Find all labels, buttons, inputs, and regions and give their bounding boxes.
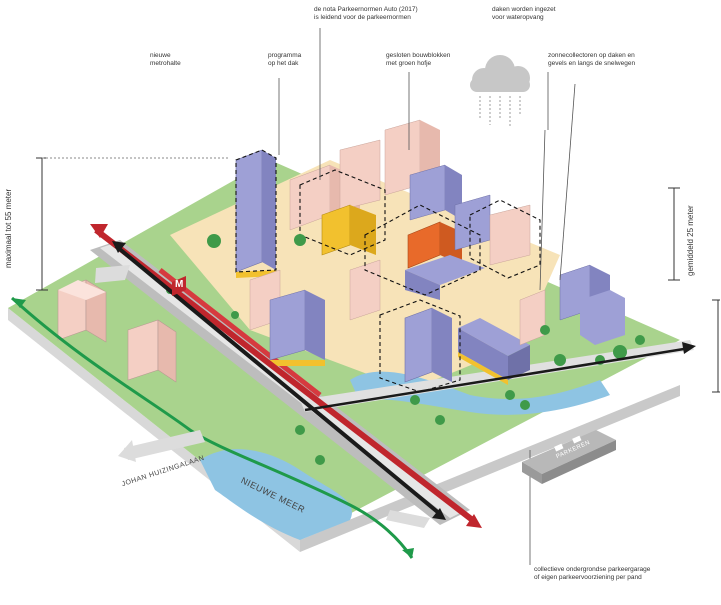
annotation-programma-dak: programma op het dak bbox=[268, 52, 302, 67]
green-path-arrow-end bbox=[402, 548, 414, 558]
slab-side-right bbox=[300, 385, 680, 552]
left-towers bbox=[57, 279, 177, 383]
green-path-arrow-start bbox=[12, 298, 26, 308]
metro-icon: M bbox=[175, 279, 184, 290]
dimension-markers bbox=[36, 157, 720, 393]
red-arrow-head-start bbox=[90, 224, 108, 238]
label-avg-height: gemiddeld 25 meter bbox=[686, 205, 695, 276]
annotation-bouwblokken: gesloten bouwblokken met groen hofje bbox=[386, 52, 451, 67]
label-max-height: maximaal tot 55 meter bbox=[4, 188, 13, 268]
metro-icon-bg bbox=[172, 276, 186, 296]
red-arrow-head-end bbox=[466, 514, 482, 528]
red-road-arrow bbox=[94, 227, 477, 525]
green-path-line bbox=[10, 296, 414, 559]
black-arrow-head-start bbox=[112, 241, 126, 253]
annotation-zonnecollectoren: zonnecollectoren op daken en gevels en l… bbox=[548, 52, 636, 67]
lake-water bbox=[200, 449, 352, 540]
black-arrow-head-end bbox=[432, 508, 446, 520]
cloud-icon bbox=[470, 55, 530, 92]
annotation-parkeergarage: collectieve ondergrondse parkeergarage o… bbox=[534, 566, 651, 581]
annotation-daken-water: daken worden ingezet voor wateropvang bbox=[492, 6, 556, 21]
black-road-arrow bbox=[114, 244, 442, 516]
trees bbox=[166, 234, 645, 465]
metro-track bbox=[158, 268, 322, 397]
annotation-metrohalte: nieuwe metrohalte bbox=[150, 52, 181, 67]
annotation-parkeernormen: de nota Parkeernormen Auto (2017) is lei… bbox=[314, 6, 418, 21]
parking-garage-icon bbox=[522, 430, 616, 484]
right-road-arrow bbox=[304, 346, 691, 412]
rain-lines bbox=[479, 96, 521, 128]
grey-arrows bbox=[95, 265, 430, 528]
right-arrow-head bbox=[682, 342, 696, 354]
